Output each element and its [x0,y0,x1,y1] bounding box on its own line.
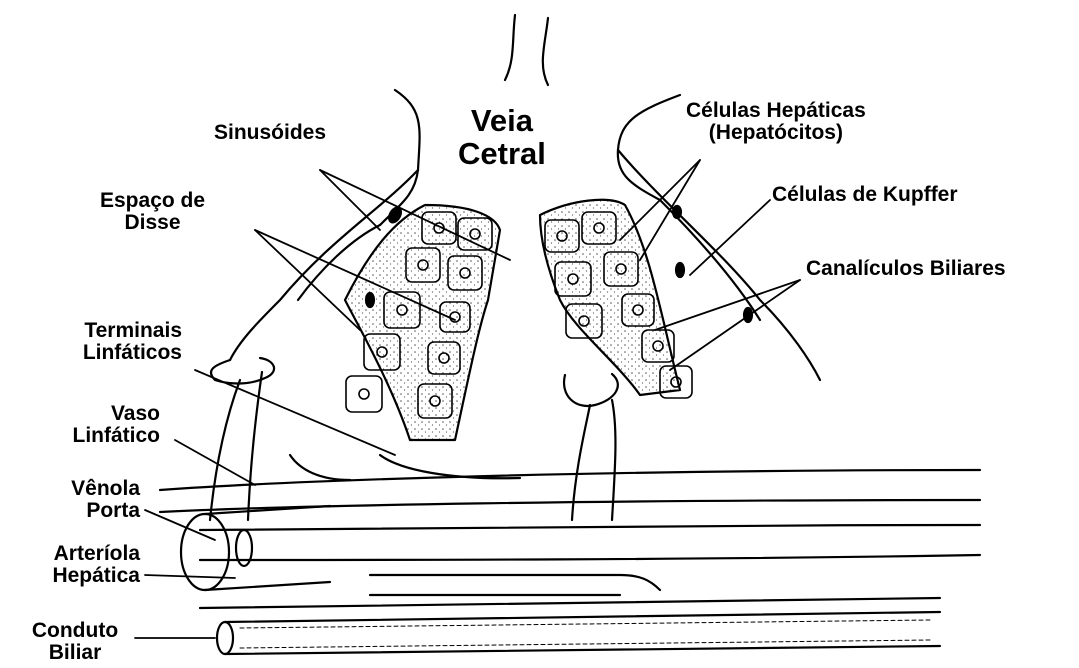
label-sinusoids: Sinusóides [214,122,326,144]
label-lymphatic-terminals: Terminais Linfáticos [40,320,182,364]
label-hepatic-arteriole-line2: Hepática [20,565,140,587]
label-bile-duct-line2: Biliar [20,642,130,664]
label-hepatic-arteriole: Arteríola Hepática [20,543,140,587]
left-hepatocyte-plate [230,170,500,440]
label-lymphatic-terminals-line2: Linfáticos [40,342,182,364]
label-lymphatic-vessel-line2: Linfático [40,425,160,447]
portal-vessels [160,455,980,595]
label-lymphatic-terminals-line1: Terminais [40,320,182,342]
label-central-vein-line1: Veia [458,105,546,138]
label-bile-duct: Conduto Biliar [20,620,130,664]
label-hepatic-cells: Células Hepáticas (Hepatócitos) [686,100,866,144]
label-space-of-disse-line2: Disse [100,212,205,234]
label-portal-venule-line2: Porta [40,500,140,522]
label-portal-venule: Vênola Porta [40,478,140,522]
label-central-vein-line2: Cetral [458,138,546,171]
label-lymphatic-vessel-line1: Vaso [40,403,160,425]
label-hepatic-arteriole-line1: Arteríola [20,543,140,565]
label-kupffer-cells-text: Células de Kupffer [772,184,958,206]
label-lymphatic-vessel: Vaso Linfático [40,403,160,447]
label-hepatic-cells-line2: (Hepatócitos) [686,122,866,144]
label-space-of-disse: Espaço de Disse [100,190,205,234]
label-bile-duct-line1: Conduto [20,620,130,642]
label-bile-canaliculi-text: Canalículos Biliares [806,258,1006,280]
label-sinusoids-text: Sinusóides [214,122,326,144]
label-hepatic-cells-line1: Células Hepáticas [686,100,866,122]
label-space-of-disse-line1: Espaço de [100,190,205,212]
label-bile-canaliculi: Canalículos Biliares [806,258,1006,280]
bile-duct [200,598,940,654]
label-central-vein: Veia Cetral [458,105,546,170]
label-portal-venule-line1: Vênola [40,478,140,500]
label-kupffer-cells: Células de Kupffer [772,184,958,206]
